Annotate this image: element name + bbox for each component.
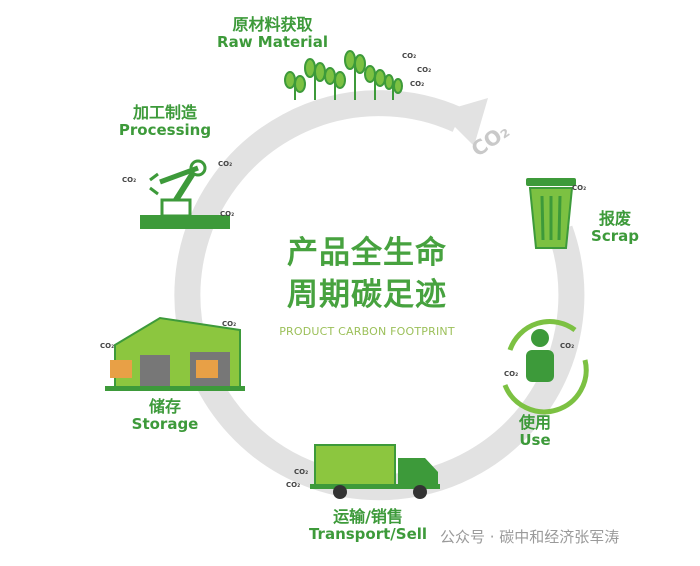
trash-can-icon [526, 178, 576, 249]
co2-tag: CO₂ [218, 160, 233, 168]
stage-label-zh: 加工制造 [132, 103, 197, 122]
cycle-arrow-head [440, 98, 488, 146]
stage-processing: 加工制造 Processing [105, 103, 225, 140]
co2-tag: CO₂ [417, 66, 432, 74]
warehouse-icon [105, 316, 245, 391]
stage-transport-sell: 运输/销售 Transport/Sell [298, 507, 438, 544]
stage-label-zh: 储存 [148, 397, 181, 416]
stage-storage: 储存 Storage [120, 397, 210, 434]
co2-tag: CO₂ [100, 342, 115, 350]
watermark: 公众号 · 碳中和经济张军涛 [440, 528, 620, 546]
stage-label-en: Raw Material [217, 33, 328, 52]
co2-tag: CO₂ [572, 184, 587, 192]
stage-raw-material: 原材料获取 Raw Material [200, 15, 345, 52]
co2-tag: CO₂ [504, 370, 519, 378]
co2-tag: CO₂ [402, 52, 417, 60]
center-subtitle: PRODUCT CARBON FOOTPRINT [279, 325, 455, 338]
cycle-ring [174, 90, 585, 501]
stage-label-en: Storage [131, 415, 199, 434]
stage-label-en: Processing [118, 121, 212, 140]
co2-tag: CO₂ [122, 176, 137, 184]
stage-label-en: Use [519, 431, 551, 450]
truck-icon [310, 444, 440, 499]
co2-tag: CO₂ [410, 80, 425, 88]
co2-tag: CO₂ [294, 468, 309, 476]
stage-label-en: Transport/Sell [308, 525, 428, 544]
stage-label-zh: 原材料获取 [232, 15, 313, 34]
stage-label-en: Scrap [591, 227, 639, 246]
co2-tag: CO₂ [220, 210, 235, 218]
user-recycle-icon [502, 319, 589, 415]
center-title: 产品全生命 周期碳足迹 [262, 232, 472, 316]
robot-arm-icon [140, 159, 230, 229]
stage-label-zh: 运输/销售 [333, 507, 403, 526]
stage-label-zh: 使用 [518, 413, 551, 432]
title-line-1: 产品全生命 [287, 235, 447, 271]
title-line-2: 周期碳足迹 [287, 277, 447, 313]
stage-label-zh: 报废 [598, 209, 631, 228]
co2-tag: CO₂ [286, 481, 301, 489]
stage-use: 使用 Use [505, 413, 565, 450]
co2-tag: CO₂ [560, 342, 575, 350]
co2-tag: CO₂ [222, 320, 237, 328]
stage-scrap: 报废 Scrap [585, 209, 645, 246]
plants-icon [284, 50, 403, 100]
